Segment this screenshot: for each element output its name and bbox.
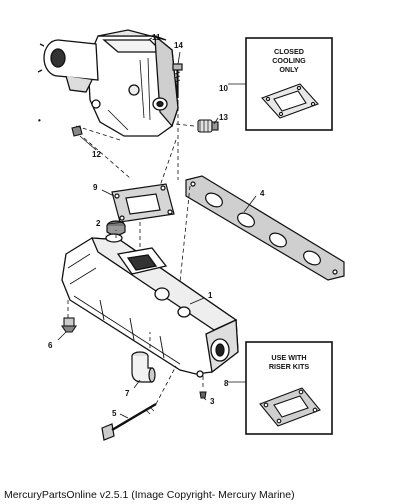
callout-1: 1 (208, 291, 213, 300)
callout-5: 5 (112, 409, 117, 418)
stray-dot-mark: • (38, 116, 41, 125)
assembly-lines (67, 100, 204, 405)
callout-7: 7 (125, 389, 130, 398)
part-6-drain-plug (60, 317, 78, 333)
copyright-footer: MercuryPartsOnline v2.5.1 (Image Copyrig… (4, 489, 295, 501)
riser-kits-line-1: USE WITH (271, 353, 306, 362)
callout-6: 6 (48, 341, 53, 350)
note-box-closed-cooling: CLOSED COOLING ONLY (245, 37, 333, 131)
callout-13: 13 (219, 113, 228, 122)
riser-kit-gasket-icon (259, 387, 321, 427)
part-4-manifold-gasket (185, 175, 345, 281)
part-7-elbow-fitting (131, 351, 156, 383)
closed-cooling-line-3: ONLY (279, 65, 299, 74)
closed-cooling-line-1: CLOSED (274, 47, 304, 56)
closed-cooling-gasket-icon (261, 83, 319, 119)
part-11-exhaust-elbow (37, 29, 179, 137)
closed-cooling-line-2: COOLING (272, 56, 306, 65)
callout-2: 2 (96, 219, 101, 228)
callout-4: 4 (260, 189, 265, 198)
note-box-riser-kits: USE WITH RISER KITS (245, 341, 333, 435)
callout-9: 9 (93, 183, 98, 192)
part-5-bolt (101, 402, 157, 441)
riser-kits-line-2: RISER KITS (269, 362, 310, 371)
callout-10: 10 (219, 84, 228, 93)
callout-11: 11 (152, 33, 161, 42)
callout-14: 14 (174, 41, 183, 50)
part-12-pipe-plug (71, 125, 83, 137)
part-1-exhaust-manifold (61, 233, 239, 378)
part-13-hose-fitting (197, 119, 219, 133)
callout-12: 12 (92, 150, 101, 159)
part-9-gasket (111, 183, 175, 223)
leader-lines (57, 37, 257, 419)
callout-3: 3 (210, 397, 215, 406)
part-14-stud (172, 63, 183, 98)
callout-8: 8 (224, 379, 229, 388)
part-3-screw (199, 391, 207, 399)
